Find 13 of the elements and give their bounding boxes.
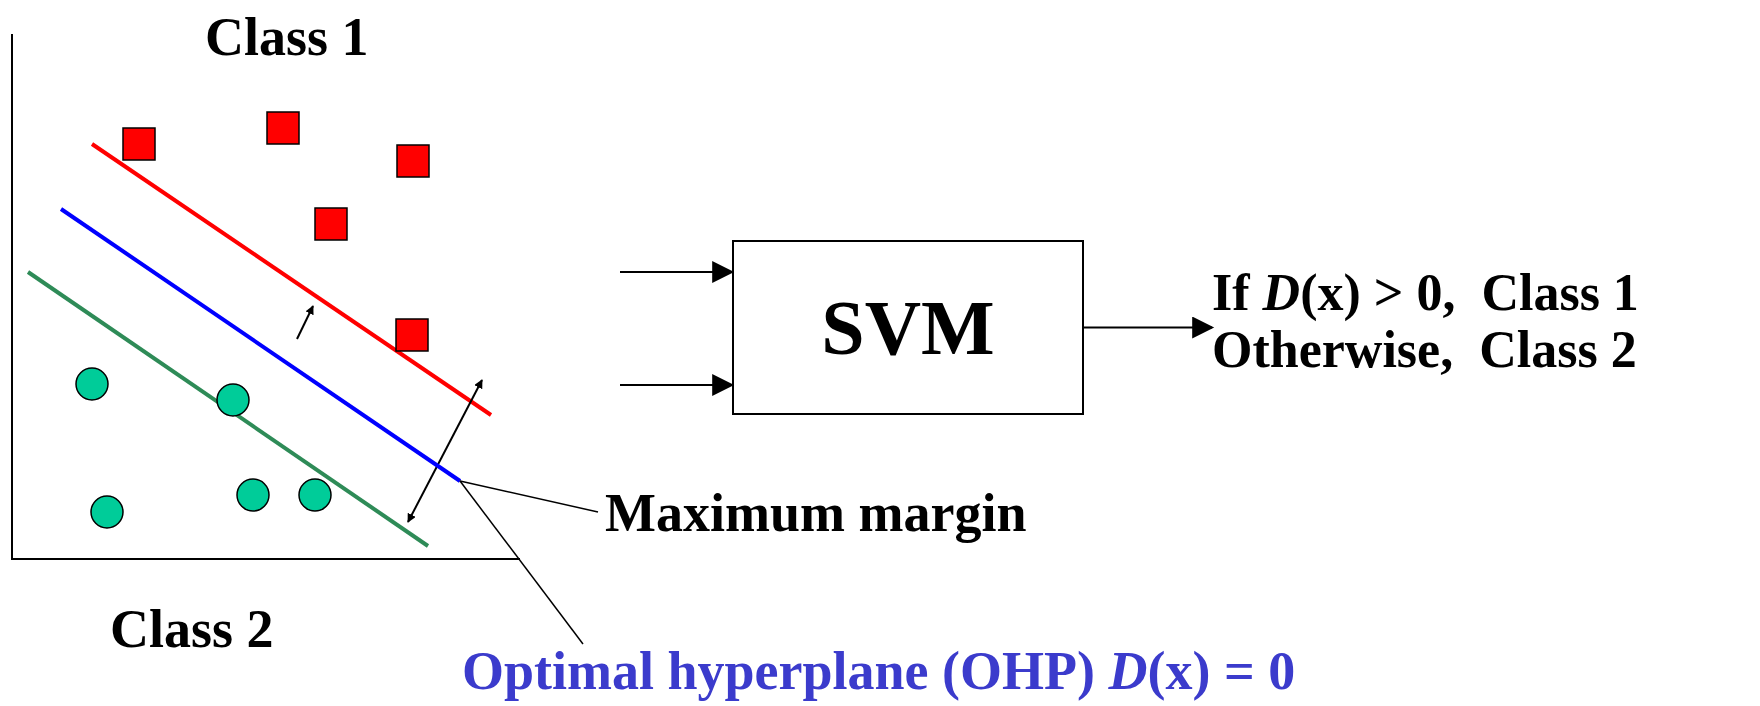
arrow bbox=[619, 261, 735, 283]
callout-text: Maximum margin bbox=[605, 484, 1125, 546]
class-label: Class 1 bbox=[205, 8, 369, 68]
callout-text: Optimal hyperplane (OHP) D(x) = 0 bbox=[462, 642, 1462, 704]
hyperplane-line bbox=[59, 207, 462, 483]
arrow bbox=[1083, 316, 1215, 339]
process-box: SVM bbox=[732, 240, 1084, 415]
leader-line bbox=[459, 480, 599, 513]
arrow bbox=[619, 374, 735, 396]
output-rule: If D(x) > 0, Class 1 bbox=[1212, 264, 1639, 322]
class-label: Class 2 bbox=[110, 600, 274, 660]
output-rule: Otherwise, Class 2 bbox=[1212, 321, 1637, 379]
leader-line bbox=[459, 480, 584, 645]
